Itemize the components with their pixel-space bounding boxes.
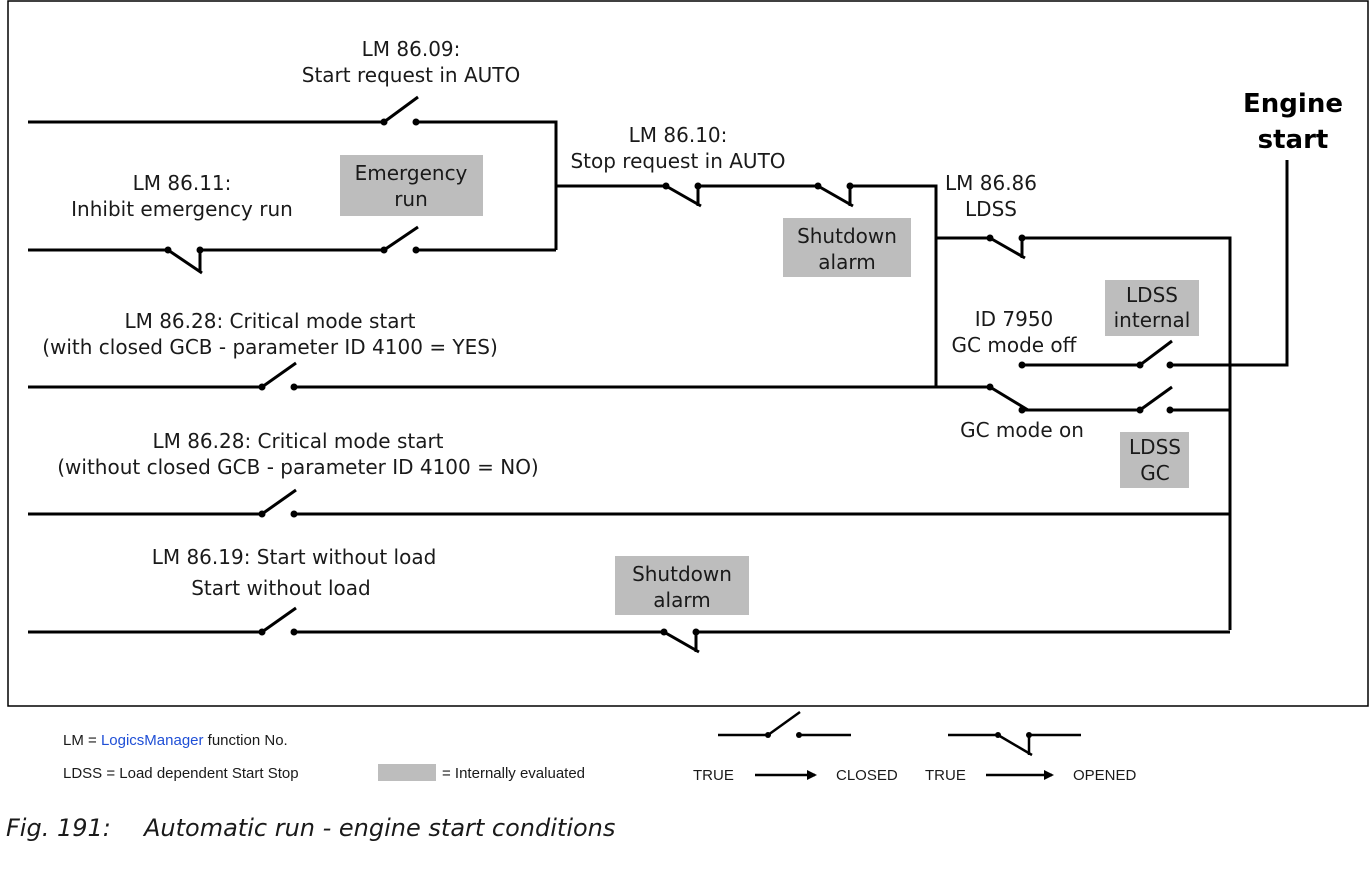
circuit-inhibit-emergency (28, 225, 556, 275)
circuit-start-request-auto (28, 95, 558, 250)
emergency-run-box (340, 155, 483, 216)
legend-lm-prefix: LM = (63, 732, 101, 749)
legend-opened-symbol (948, 732, 1081, 757)
circuit-ldss (936, 234, 1232, 630)
shutdown-alarm-text-1b: alarm (818, 250, 875, 274)
lm8628-gcb-open-label: LM 86.28: Critical mode start (152, 429, 443, 453)
circuit-stop-request (556, 182, 938, 387)
ldss-gc-box (1120, 432, 1189, 488)
logicsmanager-link[interactable]: LogicsManager (101, 732, 204, 749)
lm8609-label: LM 86.09: (362, 37, 461, 61)
legend-closed: CLOSED (836, 767, 898, 784)
emergency-run-text: Emergency (355, 161, 468, 185)
shutdown-alarm-text-2b: alarm (653, 588, 710, 612)
legend-opened: OPENED (1073, 767, 1137, 784)
shutdown-alarm-text-1: Shutdown (797, 224, 897, 248)
lm8610-label: LM 86.10: (629, 123, 728, 147)
lm8686-label: LM 86.86 (945, 171, 1037, 195)
circuit-critical-mode-gcb-closed (28, 361, 1230, 414)
lm8628-gcb-open-desc: (without closed GCB - parameter ID 4100 … (57, 455, 539, 479)
shutdown-alarm-text-2: Shutdown (632, 562, 732, 586)
legend-ldss: LDSS = Load dependent Start Stop (63, 765, 299, 782)
diagram-frame (7, 0, 1369, 707)
lm8610-desc: Stop request in AUTO (570, 149, 785, 173)
lm8611-label: LM 86.11: (133, 171, 232, 195)
circuit-critical-mode-gcb-open (28, 488, 1230, 518)
legend-closed-symbol (718, 710, 851, 738)
lm8628-gcb-closed-desc: (with closed GCB - parameter ID 4100 = Y… (42, 335, 498, 359)
ldss-internal-text: LDSS (1126, 283, 1178, 307)
figure-number: Fig. 191: (6, 814, 111, 842)
ldss-internal-text-2: internal (1114, 308, 1191, 332)
lm8686-desc: LDSS (965, 197, 1017, 221)
figure-title: Automatic run - engine start conditions (142, 814, 615, 842)
lm8609-desc: Start request in AUTO (302, 63, 520, 87)
gc-mode-on-label: GC mode on (960, 418, 1084, 442)
lm8619-label: LM 86.19: Start without load (152, 545, 437, 569)
emergency-run-text-2: run (394, 187, 428, 211)
ldss-gc-text-2: GC (1140, 461, 1169, 485)
lm8611-desc: Inhibit emergency run (71, 197, 293, 221)
lm8628-gcb-closed-label: LM 86.28: Critical mode start (124, 309, 415, 333)
circuit-start-without-load (28, 606, 1230, 654)
ldss-internal-box (1105, 280, 1199, 336)
legend-internal: = Internally evaluated (442, 765, 585, 782)
shutdown-alarm-box-1 (783, 218, 911, 277)
legend-lm: LM = LogicsManager function No. (63, 732, 288, 749)
legend-true-2: TRUE (925, 767, 966, 784)
legend-true-1: TRUE (693, 767, 734, 784)
circuit-gc-mode-off (1018, 160, 1289, 369)
legend-internal-swatch (378, 764, 436, 781)
id7950-desc: GC mode off (952, 333, 1078, 357)
engine-start-label-2: start (1258, 125, 1329, 155)
shutdown-alarm-box-2 (615, 556, 749, 615)
ldss-gc-text: LDSS (1129, 435, 1181, 459)
legend-lm-suffix: function No. (204, 732, 288, 749)
id7950-label: ID 7950 (975, 307, 1054, 331)
lm8619-desc: Start without load (191, 576, 371, 600)
engine-start-label: Engine (1243, 89, 1343, 119)
